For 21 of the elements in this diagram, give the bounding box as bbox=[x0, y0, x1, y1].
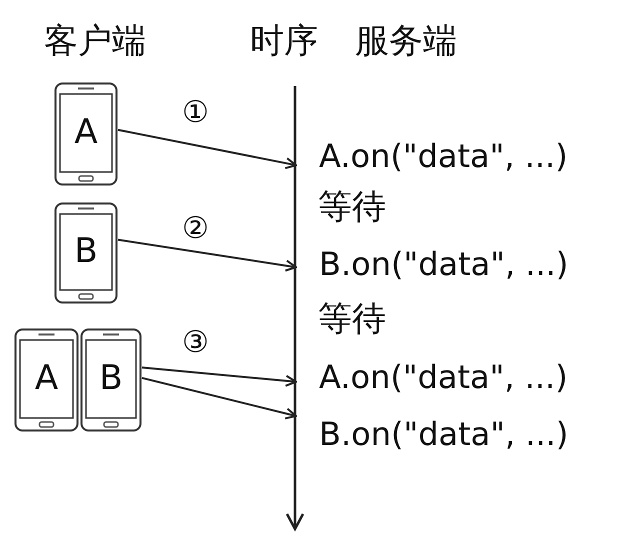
phone-letter: B bbox=[73, 231, 99, 271]
phone-letter: A bbox=[34, 358, 60, 398]
column-heading: 时序 bbox=[250, 20, 318, 62]
arrow bbox=[118, 128, 297, 170]
column-heading: 客户端 bbox=[44, 20, 146, 62]
wait-text: 等待 bbox=[318, 298, 386, 340]
event-handler-text: A.on("data", ...) bbox=[297, 357, 568, 397]
smartphone bbox=[14, 328, 79, 432]
phone-letter: A bbox=[73, 112, 99, 152]
smartphone bbox=[54, 82, 118, 186]
phone-letter: B bbox=[98, 358, 124, 398]
column-heading: 服务端 bbox=[355, 20, 457, 62]
arrow bbox=[142, 376, 297, 420]
arrow bbox=[118, 238, 297, 272]
wait-text: 等待 bbox=[318, 186, 386, 228]
event-handler-text: A.on("data", ...) bbox=[297, 136, 568, 176]
smartphone bbox=[54, 202, 118, 304]
event-handler-text: B.on("data", ...) bbox=[297, 414, 568, 454]
event-handler-text: B.on("data", ...) bbox=[297, 244, 568, 284]
arrow bbox=[142, 366, 297, 387]
smartphone bbox=[80, 328, 142, 432]
